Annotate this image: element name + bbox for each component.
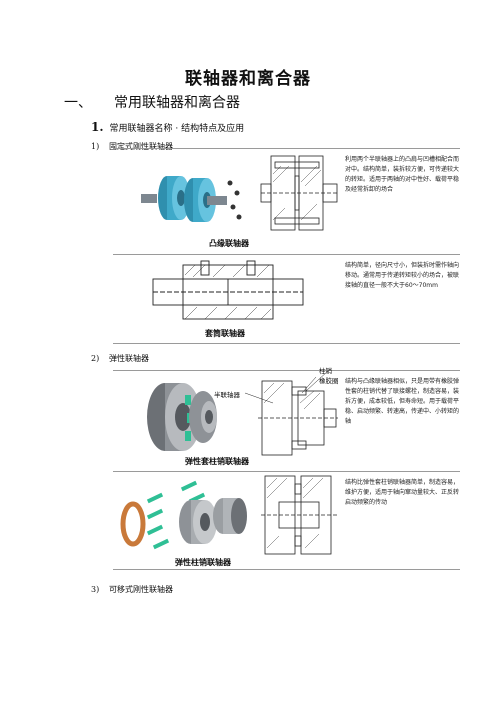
- label-half-coupling: 半联轴器: [214, 391, 240, 399]
- item-heading-movable-rigid: 3) 可移式刚性联轴器: [91, 584, 173, 595]
- row-description: 结构与凸缘联轴器相似，只是用带有橡胶弹性套的柱销代替了联接螺栓，制造容易，装拆方…: [345, 378, 460, 425]
- subsection-heading: 1. 常用联轴器名称 · 结构特点及应用: [91, 120, 244, 134]
- figure-caption: 弹性柱销联轴器: [175, 558, 231, 567]
- row-description: 利用两个半联轴器上的凸肩与凹槽相配合而对中。结构简单，装拆较方便，可传递较大的转…: [345, 156, 460, 193]
- table-row: 套筒联轴器 结构简单，径向尺寸小，但装拆时需作轴向移动。通常用于传递转矩较小的场…: [113, 254, 460, 344]
- item-label: 可移式刚性联轴器: [109, 585, 173, 594]
- item-number: 3): [91, 585, 100, 594]
- subsection-label: 常用联轴器名称 · 结构特点及应用: [109, 124, 245, 134]
- table-row: 半联轴器 柱销 橡胶圈 弹性套柱销联轴器 结构与凸缘联轴器相似，只是用带有橡胶弹…: [113, 367, 460, 471]
- label-rubber-sleeve: 橡胶圈: [319, 377, 339, 385]
- document-title: 联轴器和离合器: [185, 69, 311, 89]
- elastic-pin-coupling-figure: 弹性柱销联轴器: [113, 472, 341, 570]
- subsection-number: 1.: [91, 120, 104, 134]
- item-label: 弹性联轴器: [109, 354, 149, 363]
- section-label: 常用联轴器和离合器: [114, 95, 240, 111]
- coupling-table-rigid: 凸缘联轴器 利用两个半联轴器上的凸肩与凹槽相配合而对中。结构简单，装拆较方便，可…: [113, 148, 460, 344]
- elastic-pin-coupling-cross-section: [261, 475, 337, 555]
- row-description: 结构比弹性套柱销联轴器简单，制造容易，维护方便，适用于轴向窜动量较大、正反转启动…: [345, 479, 460, 506]
- elastic-sleeve-pin-coupling-cross-section: [258, 370, 338, 456]
- item-number: 2): [91, 354, 100, 363]
- figure-caption: 凸缘联轴器: [209, 239, 249, 248]
- label-pin: 柱销: [319, 367, 332, 375]
- leader-line: [244, 392, 274, 404]
- flange-coupling-cross-section: [260, 155, 338, 231]
- elastic-pin-coupling-exploded-illustration: [120, 480, 247, 550]
- item-number: 1): [91, 142, 100, 151]
- elastic-sleeve-pin-coupling-figure: 半联轴器 柱销 橡胶圈 弹性套柱销联轴器: [113, 367, 341, 471]
- flange-coupling-figure: 凸缘联轴器: [113, 149, 341, 254]
- row-description: 结构简单，径向尺寸小，但装拆时需作轴向移动。通常用于传递转矩较小的场合，被联接轴…: [345, 262, 460, 289]
- coupling-table-elastic: 半联轴器 柱销 橡胶圈 弹性套柱销联轴器 结构与凸缘联轴器相似，只是用带有橡胶弹…: [113, 367, 460, 570]
- table-row: 弹性柱销联轴器 结构比弹性套柱销联轴器简单，制造容易，维护方便，适用于轴向窜动量…: [113, 471, 460, 570]
- flange-coupling-3d-illustration: [141, 176, 242, 222]
- figure-caption: 弹性套柱销联轴器: [185, 457, 249, 466]
- figure-caption: 套筒联轴器: [205, 329, 245, 338]
- sleeve-coupling-cross-section: [152, 260, 304, 320]
- item-label: 固定式刚性联轴器: [109, 142, 173, 151]
- section-number: 一、: [64, 95, 92, 111]
- elastic-sleeve-pin-coupling-3d-illustration: [147, 383, 217, 451]
- sleeve-coupling-figure: 套筒联轴器: [113, 255, 341, 344]
- table-row: 凸缘联轴器 利用两个半联轴器上的凸肩与凹槽相配合而对中。结构简单，装拆较方便，可…: [113, 149, 460, 254]
- item-heading-rigid: 1) 固定式刚性联轴器: [91, 141, 173, 152]
- item-heading-elastic: 2) 弹性联轴器: [91, 353, 149, 364]
- section-heading: 一、 常用联轴器和离合器: [64, 92, 240, 112]
